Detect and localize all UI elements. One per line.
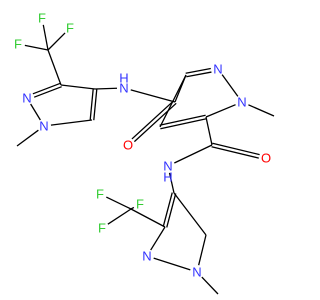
bond-NH2-C4b xyxy=(168,172,175,194)
double-bond-C4c-N_c1-b xyxy=(185,67,211,74)
atom-label-f: F xyxy=(136,197,144,212)
bond-N_tl1-Me1 xyxy=(16,129,39,147)
bond-C8c-NH2 xyxy=(174,144,213,164)
atom-label-n: N xyxy=(213,62,222,77)
atom-label-n: N xyxy=(39,119,48,134)
bond-C5b-C4b xyxy=(173,192,207,236)
atom-label-h: H xyxy=(119,71,128,86)
bond-N_b1-Me3 xyxy=(201,276,219,295)
double-bond-C4c-N_c1-a xyxy=(186,71,212,78)
bond-C5c-C8c xyxy=(205,116,213,146)
atom-label-n: N xyxy=(22,91,31,106)
double-bond-C8c-O2-b xyxy=(212,142,260,156)
atom-label-n: N xyxy=(237,95,246,110)
double-bond-C8c-O2-a xyxy=(211,146,259,159)
bond-N_tl2-N_tl1 xyxy=(30,103,41,121)
bond-F3-Ccf3a xyxy=(47,32,66,51)
bond-C3b-Ccf3b xyxy=(130,208,166,228)
bond-F2-Ccf3a xyxy=(42,24,49,51)
double-bond-C5c-C7c-a xyxy=(159,114,206,126)
bond-N_c2-Me2 xyxy=(248,104,275,117)
double-bond-C4b-C3b-a xyxy=(162,192,173,227)
double-bond-C5a-C4a-a xyxy=(93,89,98,121)
atom-label-f: F xyxy=(66,21,74,36)
atom-label-n: N xyxy=(119,81,128,96)
bond-N_b1-C5b xyxy=(198,234,207,266)
bond-C3b-N_b2 xyxy=(150,226,166,251)
bond-Ccf3b-F4 xyxy=(106,196,132,210)
bond-NH1-C3c xyxy=(130,89,176,103)
bond-N_tl1-C5a xyxy=(50,119,93,126)
atom-label-n: N xyxy=(192,265,201,280)
bond-N_c1-N_c2 xyxy=(221,74,239,97)
double-bond-C4b-C3b-b xyxy=(166,193,177,228)
double-bond-C3a-N_tl2-b xyxy=(33,86,62,98)
bond-F1-Ccf3a xyxy=(24,44,49,51)
atom-label-o: O xyxy=(261,151,271,166)
bond-Ccf3b-F6 xyxy=(130,206,135,210)
bond-Ccf3a-C3a xyxy=(47,49,62,86)
bond-C4a-C3a xyxy=(60,84,96,90)
atom-label-n: N xyxy=(163,159,172,174)
atom-label-h: H xyxy=(163,170,172,185)
atom-label-n: N xyxy=(142,249,151,264)
bond-N_b2-N_b1 xyxy=(153,257,191,271)
bond-C4a-NH1 xyxy=(94,87,118,90)
atom-label-f: F xyxy=(14,37,22,52)
bond-Ccf3b-F5 xyxy=(107,208,132,225)
double-bond-C3c-O1-a xyxy=(131,100,175,140)
double-bond-C5c-C7c-b xyxy=(160,118,207,130)
double-bond-C3a-N_tl2-a xyxy=(32,82,61,95)
bonds xyxy=(16,24,275,295)
bond-C7c-C4c xyxy=(159,74,187,128)
atom-label-f: F xyxy=(38,11,46,26)
atom-label-f: F xyxy=(98,221,106,236)
double-bond-C5a-C4a-b xyxy=(89,88,94,120)
bond-N_c2-C5c xyxy=(205,104,236,118)
atom-label-f: F xyxy=(96,187,104,202)
atom-label-o: O xyxy=(123,138,133,153)
